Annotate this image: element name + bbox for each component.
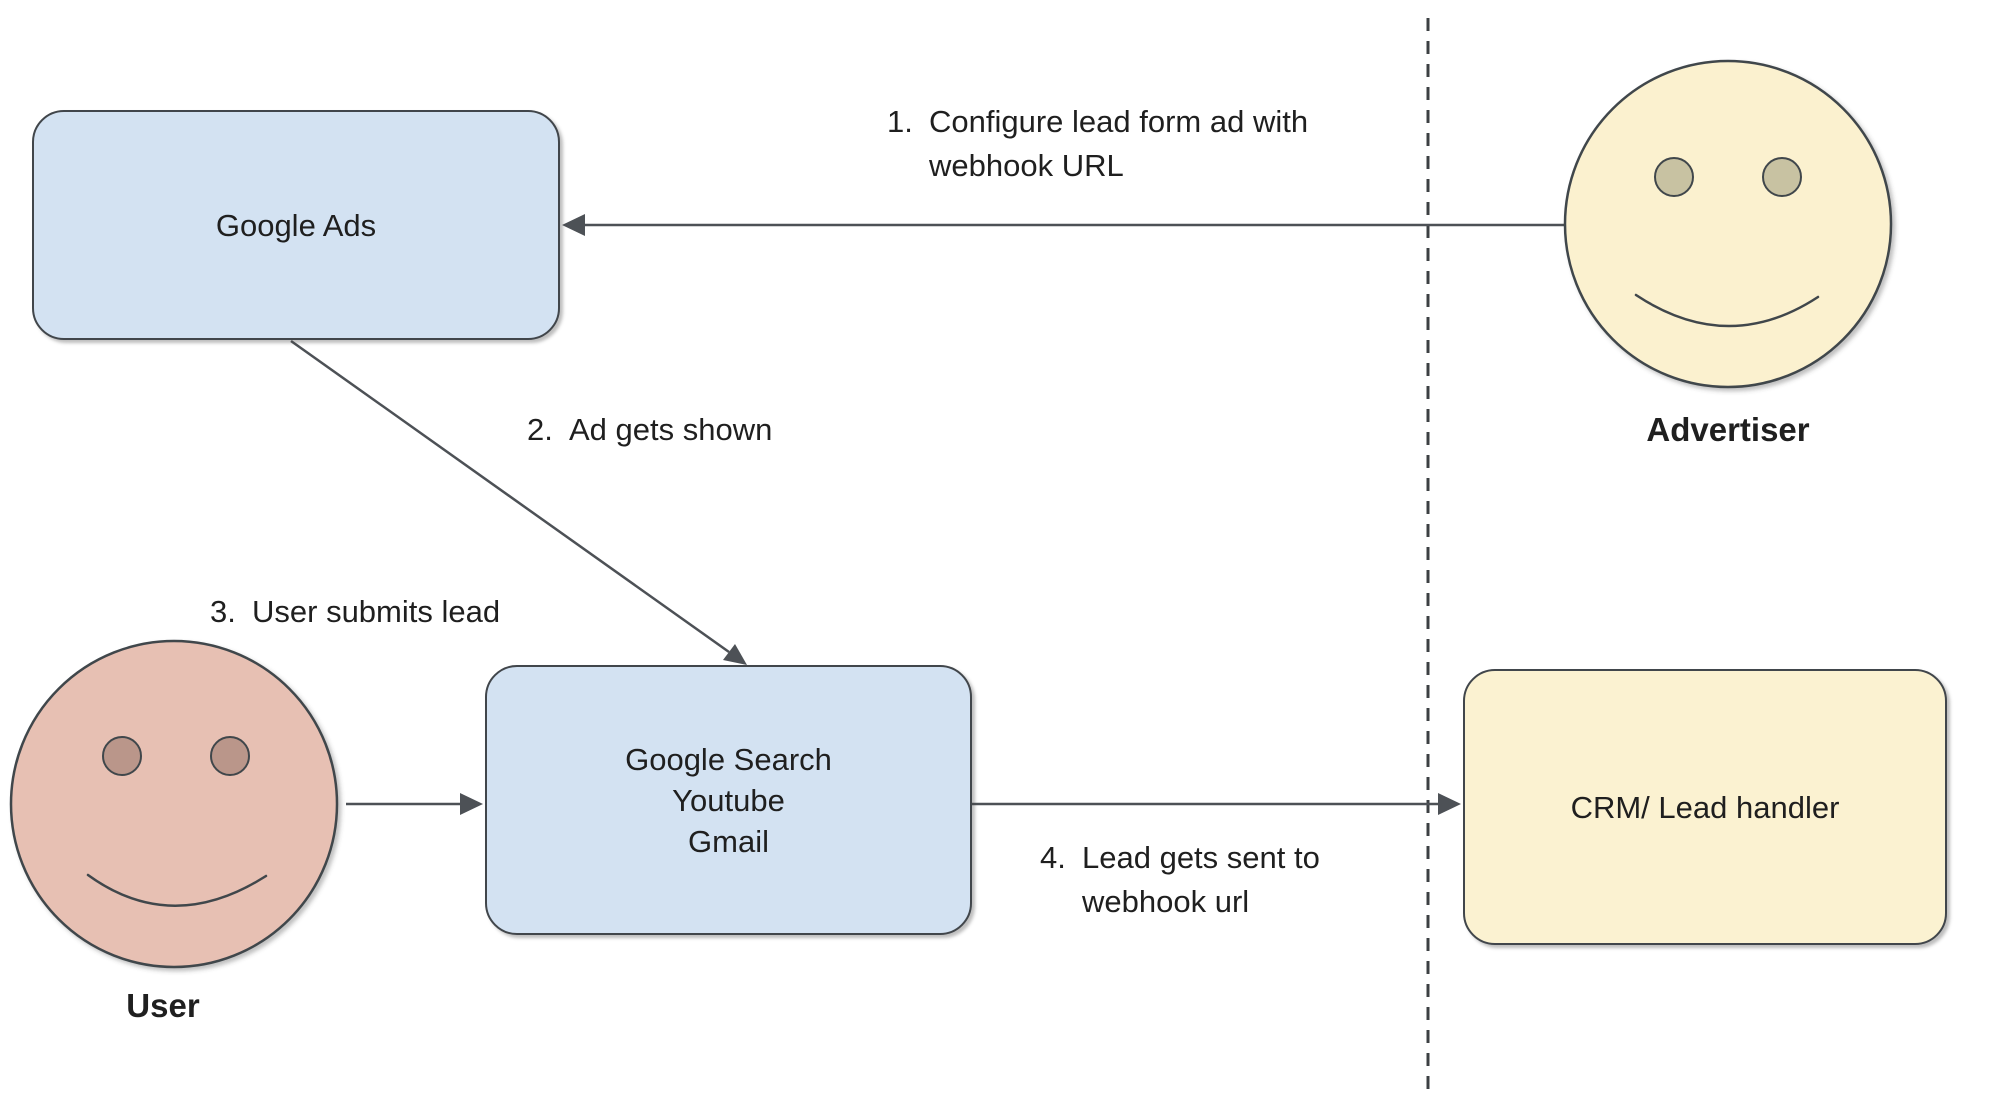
node-google-ads-label: Google Ads: [215, 207, 377, 243]
node-crm-label: CRM/ Lead handler: [1570, 789, 1840, 825]
arrow-user-submits-lead: [346, 793, 483, 815]
user-label: User: [126, 987, 200, 1024]
step-2-label: 2. Ad gets shown: [527, 408, 772, 452]
arrow-ad-gets-shown: [290, 339, 747, 665]
step-3-number: 3.: [210, 594, 236, 629]
step-3-label: 3. User submits lead: [210, 590, 500, 634]
step-1-text: Configure lead form ad with webhook URL: [929, 104, 1309, 183]
arrow-configure-lead-form: [562, 214, 1565, 236]
step-4-text: Lead gets sent to webhook url: [1082, 840, 1320, 919]
node-crm-lead-handler: CRM/ Lead handler: [1463, 669, 1947, 945]
step-1-number: 1.: [887, 104, 913, 139]
node-google-surfaces: Google Search Youtube Gmail: [485, 665, 972, 935]
advertiser-label: Advertiser: [1646, 411, 1810, 448]
step-2-text: Ad gets shown: [569, 412, 773, 447]
step-3-text: User submits lead: [252, 594, 501, 629]
step-2-number: 2.: [527, 412, 553, 447]
user-face-icon: [9, 639, 339, 969]
step-4-number: 4.: [1040, 840, 1066, 875]
step-4-label: 4. Lead gets sent to webhook url: [1040, 836, 1320, 924]
node-google-surfaces-label: Google Search Youtube Gmail: [625, 741, 832, 859]
node-google-ads: Google Ads: [32, 110, 560, 340]
arrow-lead-sent-webhook: [972, 793, 1461, 815]
advertiser-face-icon: [1563, 59, 1893, 389]
step-1-label: 1. Configure lead form ad with webhook U…: [887, 100, 1308, 188]
